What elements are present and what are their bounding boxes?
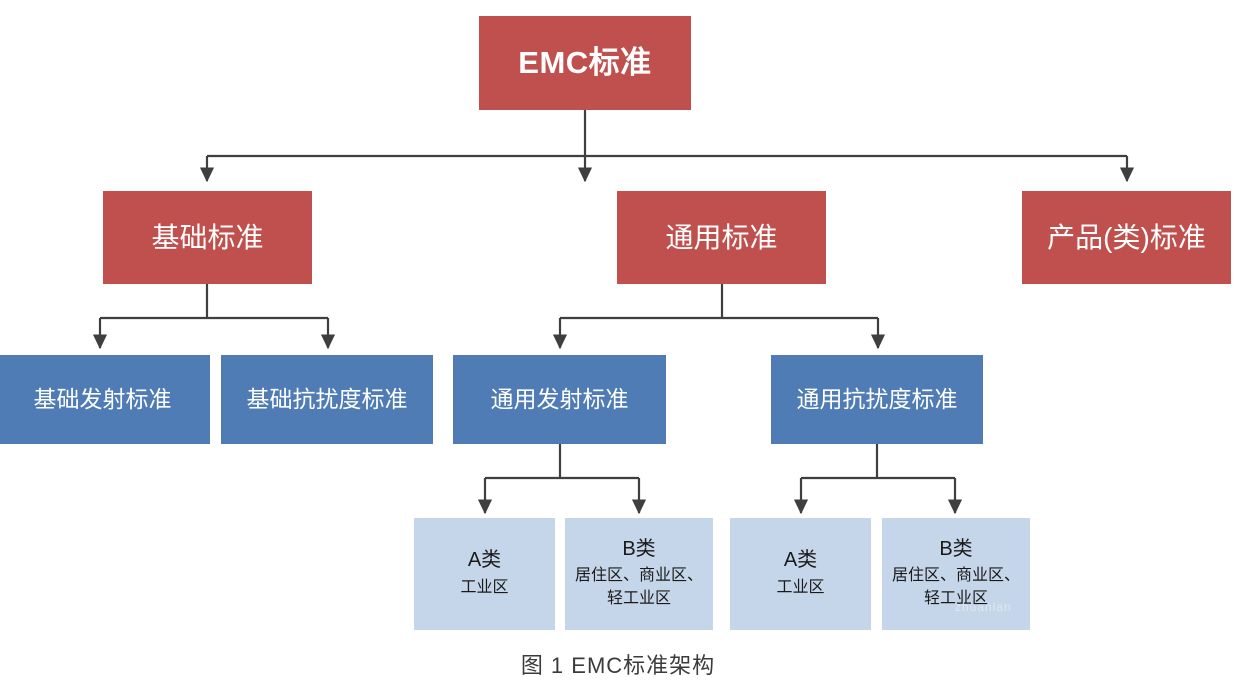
- watermark-text: zhuanlan: [955, 600, 1012, 614]
- node-class-a-emission[interactable]: A类 工业区: [414, 518, 555, 630]
- node-label: 通用发射标准: [490, 385, 629, 412]
- node-class-a-immunity[interactable]: A类 工业区: [730, 518, 871, 630]
- connector-generic-immunity-to-classes: [793, 444, 963, 515]
- node-generic-emission-standard[interactable]: 通用发射标准: [453, 355, 666, 444]
- leaf-subtitle: 居住区、商业区、轻工业区: [891, 567, 1020, 608]
- leaf-title: A类: [783, 549, 818, 572]
- node-label: 基础抗扰度标准: [246, 385, 408, 412]
- node-class-b-immunity[interactable]: B类 居住区、商业区、轻工业区: [882, 518, 1030, 630]
- node-basic-immunity-standard[interactable]: 基础抗扰度标准: [221, 355, 433, 444]
- leaf-subtitle: 居住区、商业区、轻工业区: [574, 567, 703, 608]
- connector-generic-emission-to-classes: [477, 444, 647, 515]
- connector-root-to-level2: [199, 110, 1135, 183]
- connector-basic-to-children: [92, 284, 336, 350]
- node-generic-standard[interactable]: 通用标准: [617, 191, 826, 284]
- node-label: 通用抗扰度标准: [796, 385, 958, 412]
- leaf-subtitle: 工业区: [776, 578, 825, 596]
- node-label: 基础发射标准: [33, 385, 172, 412]
- node-label: EMC标准: [518, 44, 652, 80]
- node-basic-emission-standard[interactable]: 基础发射标准: [0, 355, 210, 444]
- node-emc-standard[interactable]: EMC标准: [479, 16, 691, 110]
- node-product-family-standard[interactable]: 产品(类)标准: [1022, 191, 1231, 284]
- leaf-title: A类: [467, 549, 502, 572]
- leaf-title: B类: [622, 537, 656, 560]
- node-label: 产品(类)标准: [1047, 221, 1206, 253]
- node-basic-standard[interactable]: 基础标准: [103, 191, 312, 284]
- node-label: 通用标准: [665, 221, 778, 253]
- leaf-title: B类: [939, 537, 973, 560]
- node-label: 基础标准: [151, 221, 264, 253]
- node-generic-immunity-standard[interactable]: 通用抗扰度标准: [771, 355, 983, 444]
- figure-caption: 图 1 EMC标准架构: [520, 653, 716, 678]
- leaf-subtitle: 工业区: [460, 578, 509, 596]
- connector-generic-to-children: [552, 284, 886, 350]
- node-class-b-emission[interactable]: B类 居住区、商业区、轻工业区: [565, 518, 713, 630]
